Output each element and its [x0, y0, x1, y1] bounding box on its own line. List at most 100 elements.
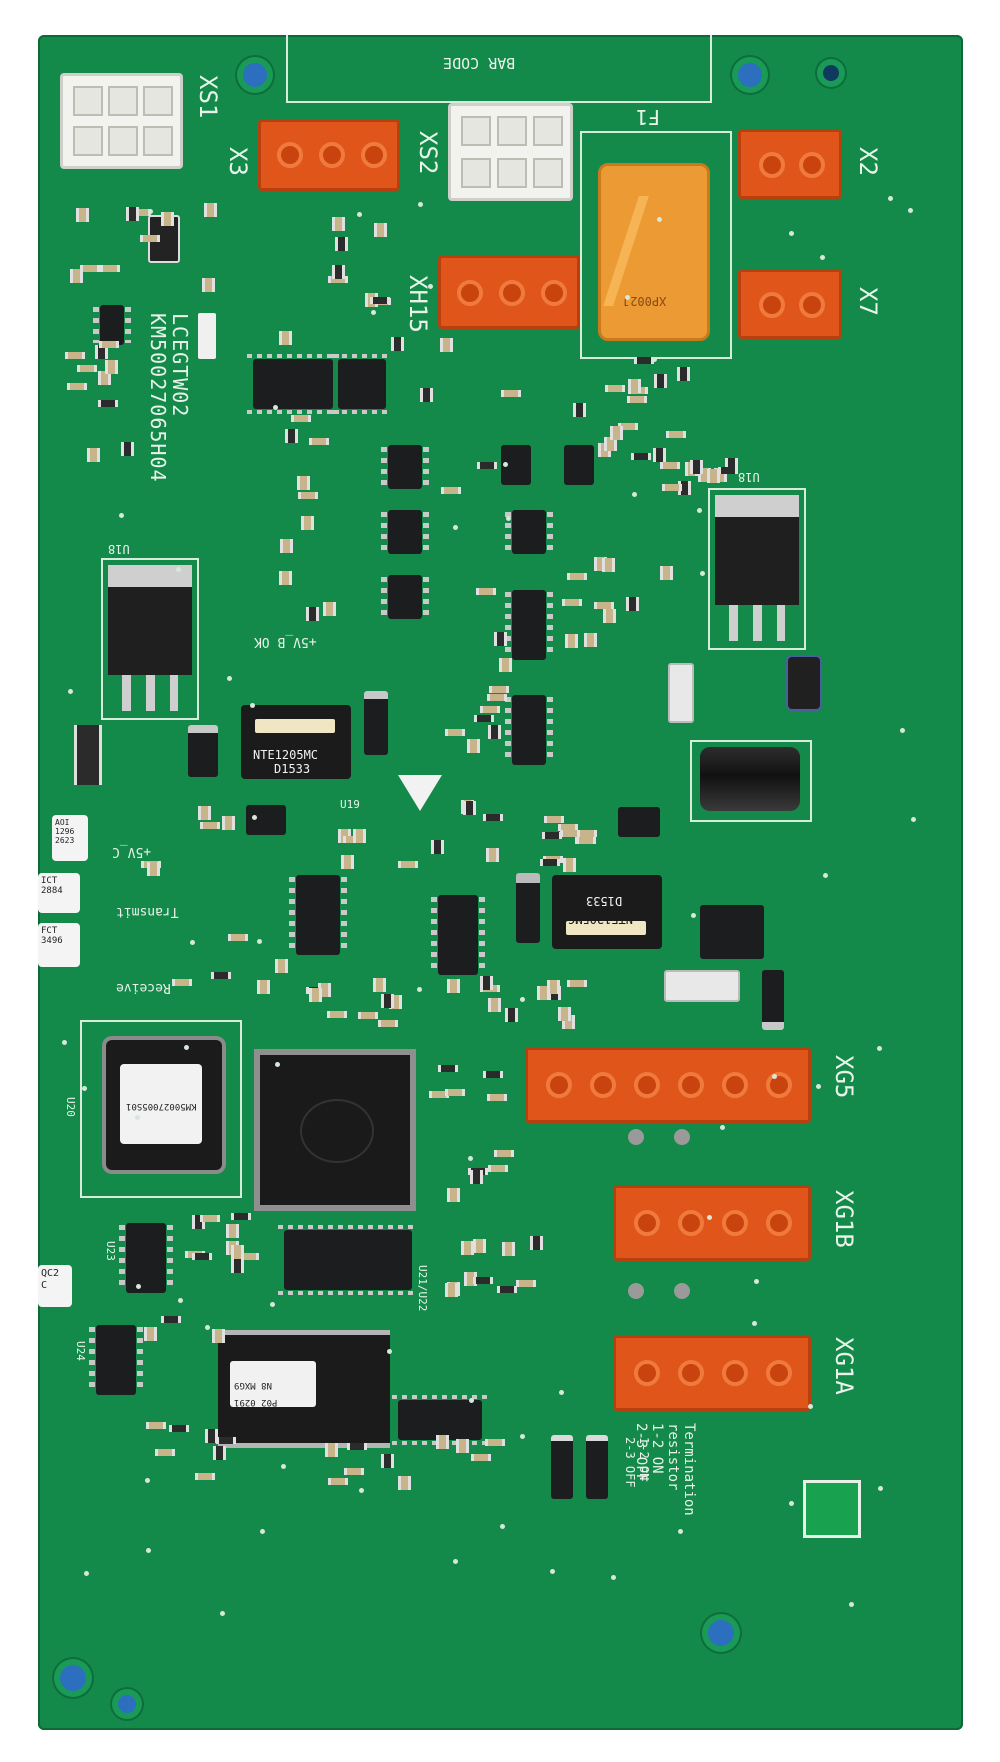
label-x3: X3 [224, 147, 252, 176]
smd-part [470, 1453, 491, 1461]
label-u23: U23 [104, 1241, 117, 1261]
smd-part [445, 1282, 459, 1297]
via [145, 1548, 151, 1554]
smd-part [215, 1436, 236, 1444]
smd-part [297, 475, 311, 490]
smd-part [659, 462, 680, 469]
via [67, 688, 73, 694]
label-u20: U20 [64, 1097, 77, 1117]
smd-part [653, 373, 667, 388]
smd-part [559, 830, 580, 838]
smd-part [633, 357, 654, 365]
smd-part [584, 633, 598, 648]
via [453, 1558, 459, 1564]
ground-pad [803, 1480, 861, 1538]
jumper-1 [551, 1435, 573, 1499]
smd-part [419, 387, 433, 402]
smd-part [226, 1224, 240, 1239]
smd-part [690, 459, 704, 474]
smd-part [431, 839, 445, 854]
connector-xg1a [613, 1335, 811, 1411]
screw-2 [674, 1129, 690, 1145]
mounting-hole-bottom-left [60, 1665, 86, 1691]
label-xg1a: XG1A [830, 1337, 858, 1395]
smd-part [308, 438, 329, 446]
via [772, 1074, 778, 1080]
diode-c60 [364, 691, 388, 755]
smd-part [567, 573, 587, 581]
ic-u16 [381, 445, 429, 489]
via [467, 1156, 473, 1161]
smd-part [70, 269, 84, 284]
dcdc-module-left [241, 705, 351, 779]
ic-u23 [119, 1223, 173, 1293]
smd-part [516, 1279, 537, 1287]
part-number: KM50027065H04 [146, 313, 170, 483]
smd-part [718, 466, 739, 474]
smd-part [488, 685, 509, 693]
via [274, 1062, 280, 1068]
smd-part [280, 538, 294, 553]
connector-xh15 [438, 255, 580, 329]
smd-part [390, 336, 404, 351]
inductor-390 [668, 663, 694, 723]
via [256, 938, 262, 944]
smd-part [610, 425, 624, 440]
smd-part [160, 1315, 181, 1323]
connector-x7 [738, 269, 842, 339]
smd-part [332, 217, 346, 232]
smd-part [346, 1442, 367, 1450]
smd-part [627, 378, 641, 393]
connector-xs1 [60, 73, 183, 169]
u18-left-outline [101, 558, 199, 720]
mounting-hole-bottom-left-2 [118, 1695, 136, 1713]
smd-part [327, 1010, 348, 1018]
label-termination-4: 2-3 OFF [633, 1423, 649, 1483]
transistor-d11 [564, 445, 594, 485]
jumper-2 [586, 1435, 608, 1499]
smd-part [602, 558, 616, 573]
via [751, 1320, 757, 1326]
via [272, 405, 278, 411]
via [357, 212, 363, 218]
via [452, 525, 458, 531]
smd-part [530, 1236, 544, 1250]
via [81, 1086, 87, 1092]
sticker-aoi: AOI 1296 2623 [52, 815, 88, 861]
mounting-hole-top-far-right [823, 65, 839, 81]
smd-part [378, 1019, 399, 1027]
cap-c46 [516, 873, 540, 943]
smd-part [76, 364, 97, 372]
smd-part [98, 399, 119, 407]
via [417, 202, 423, 208]
sticker-fct: FCT 3496 [38, 923, 80, 967]
smd-part [139, 235, 160, 243]
via [549, 1568, 555, 1574]
sticker-qc: QC2 C [38, 1265, 72, 1307]
smd-part [467, 739, 481, 754]
label-5v-ok: +5V_B OK [254, 634, 317, 649]
smd-part [160, 211, 174, 226]
smd-part [397, 860, 418, 868]
smd-part [444, 728, 465, 736]
smd-part [625, 596, 639, 611]
smd-part [105, 359, 119, 374]
via [145, 1478, 151, 1484]
regulator-u18-right [715, 495, 799, 605]
smd-part [661, 484, 682, 492]
smd-part [439, 338, 453, 353]
label-xs1: XS1 [194, 75, 222, 119]
label-u24: U24 [74, 1341, 87, 1361]
smd-part [198, 805, 212, 820]
via [651, 357, 657, 363]
smd-part [278, 570, 292, 585]
smd-part [230, 1213, 251, 1221]
smd-part [437, 1065, 458, 1073]
via [559, 1389, 565, 1395]
smd-part [86, 448, 100, 463]
via [808, 1403, 814, 1409]
via [888, 196, 894, 202]
via [252, 814, 258, 820]
via [178, 1297, 184, 1303]
smd-part [308, 988, 322, 1003]
